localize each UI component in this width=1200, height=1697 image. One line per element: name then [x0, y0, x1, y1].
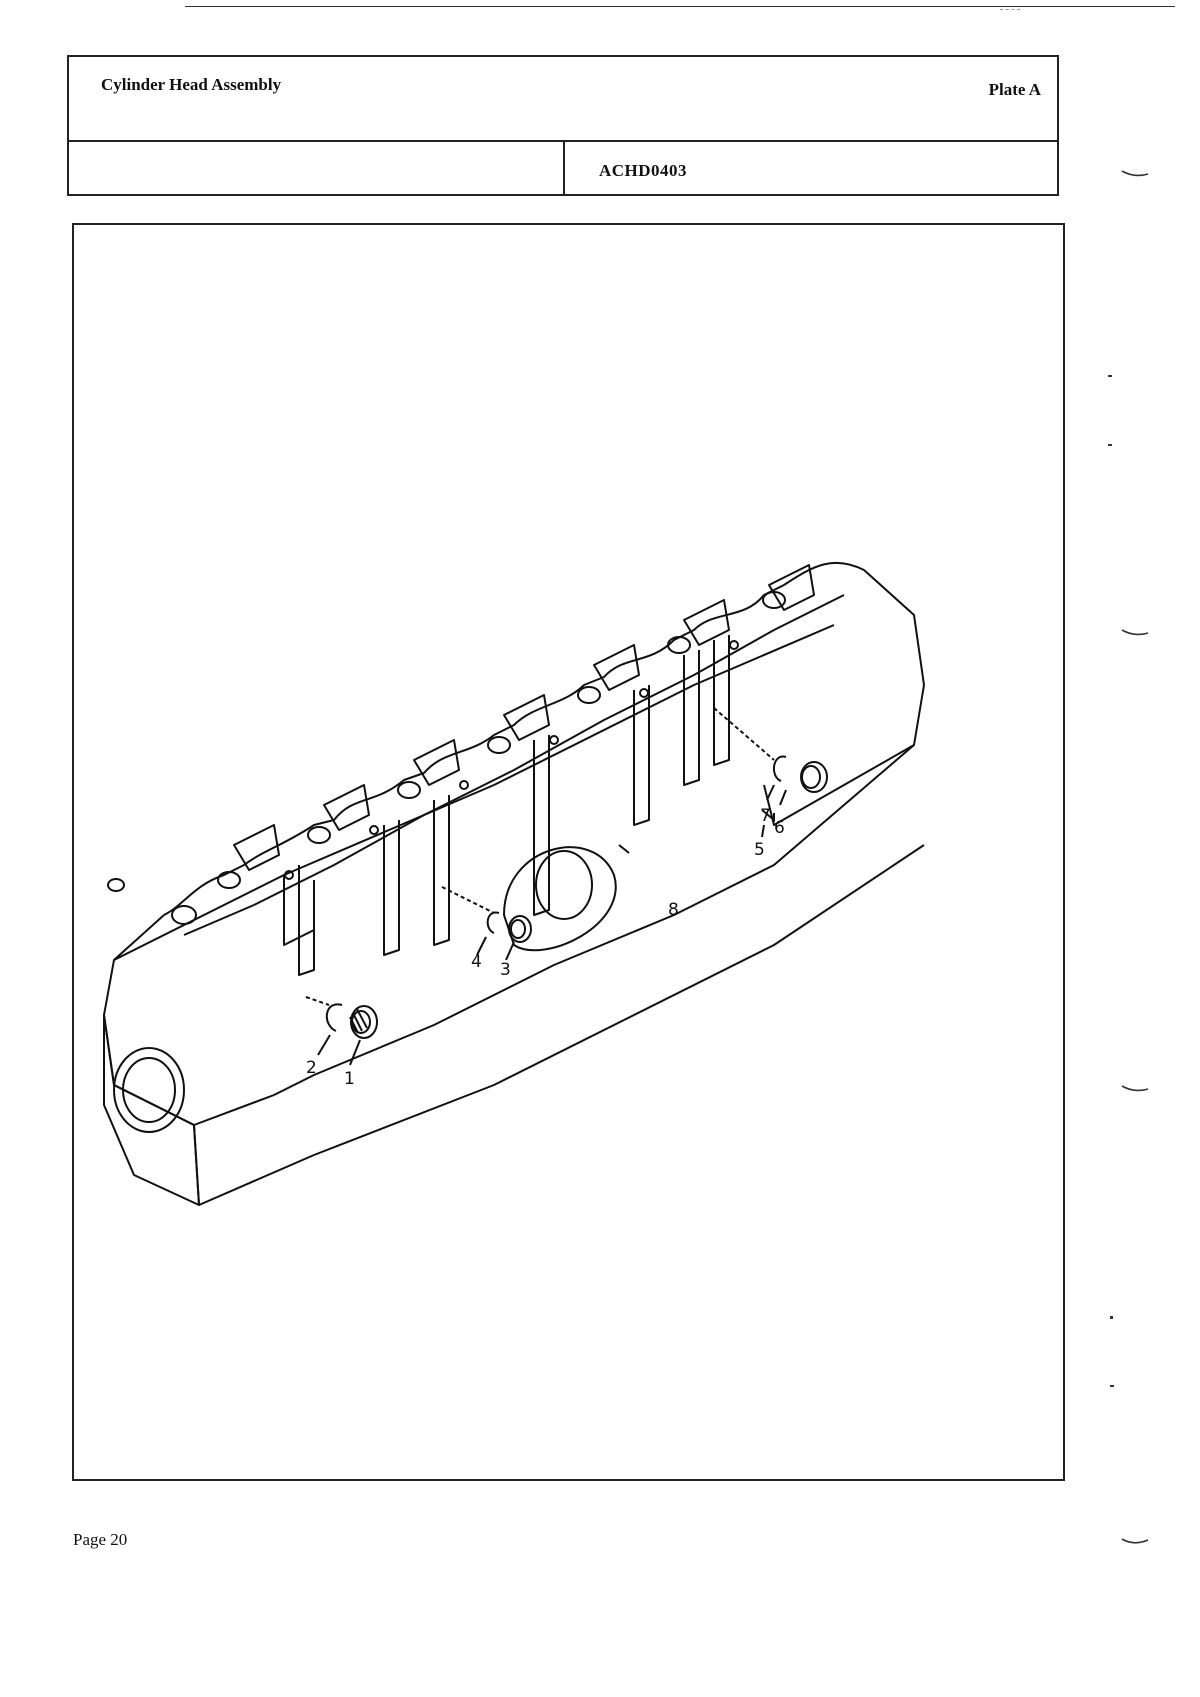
header-cell-divider: [563, 140, 565, 194]
part-callouts: 1 2 3 4 5 6 7 8: [306, 806, 785, 1089]
header-title-row: Cylinder Head Assembly Plate A: [69, 57, 1057, 142]
exploded-view-figure: 1 2 3 4 5 6 7 8: [72, 223, 1065, 1481]
scan-top-dash: [1000, 9, 1020, 10]
header-table: Cylinder Head Assembly Plate A ACHD0403: [67, 55, 1059, 196]
cylinder-head-body: [103, 561, 925, 1206]
margin-dot-2: [1108, 444, 1112, 446]
plug-assembly-middle: [441, 886, 532, 961]
plate-label: Plate A: [988, 80, 1041, 99]
cylinder-head-drawing: 1 2 3 4 5 6 7 8: [103, 561, 925, 1206]
margin-dot-1: [1108, 375, 1112, 377]
callout-5: 5: [754, 840, 765, 860]
document-title: Cylinder Head Assembly: [101, 75, 282, 94]
plug-assembly-front: [305, 996, 378, 1066]
page-number: Page 20: [73, 1530, 128, 1549]
scan-top-line: [185, 6, 1175, 7]
callout-6: 6: [774, 818, 785, 838]
margin-mark-2: [1121, 629, 1149, 636]
margin-dot-3: [1110, 1316, 1113, 1319]
callout-3: 3: [500, 960, 511, 980]
callout-1: 1: [344, 1069, 355, 1089]
margin-mark-3: [1121, 1085, 1149, 1092]
header-info-row: ACHD0403: [69, 140, 1057, 194]
drawing-number: ACHD0403: [599, 161, 688, 180]
margin-dot-4: [1110, 1385, 1114, 1387]
plug-assembly-rear: [618, 707, 828, 854]
margin-mark-1: [1121, 170, 1149, 177]
callout-2: 2: [306, 1058, 317, 1078]
callout-8: 8: [668, 900, 679, 920]
margin-mark-4: [1121, 1538, 1149, 1544]
callout-7: 7: [760, 806, 771, 826]
callout-4: 4: [471, 952, 482, 972]
